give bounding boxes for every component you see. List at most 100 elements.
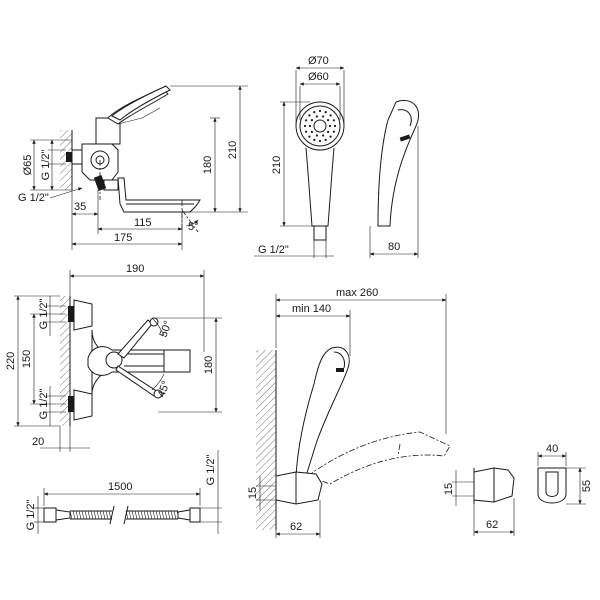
dim-front-depth-20: 20 <box>32 436 44 448</box>
shower-head-view: Ø70 Ø60 210 G 1/2" 80 <box>254 55 419 258</box>
dim-front-angle-45: 45° <box>156 379 173 399</box>
nozzle-dot <box>318 139 322 143</box>
dim-front-thread-lower: G 1/2" <box>38 389 50 420</box>
hose-coil-line <box>93 510 97 520</box>
dim-front-height-220: 220 <box>5 352 17 370</box>
hose-coil-line <box>170 510 174 520</box>
nozzle-dot <box>315 134 318 137</box>
dim-detail-height-15: 15 <box>443 483 455 495</box>
hose-coil-line <box>87 510 91 520</box>
holder-detail-view: 15 62 40 55 <box>443 443 593 536</box>
hose-coil-line <box>155 510 159 520</box>
nozzle-dot <box>308 114 311 117</box>
dim-mixer-spout-115: 115 <box>134 217 152 229</box>
dim-mixer-thread-top: G 1/2" <box>40 150 52 181</box>
nozzle-dot <box>310 119 313 122</box>
nozzle-dot <box>305 119 308 122</box>
dim-mixer-thread-side: G 1/2" <box>18 192 49 204</box>
dim-holder-depth-62: 62 <box>290 521 302 533</box>
dim-front-angle-50: 50° <box>158 319 175 339</box>
hose-coil-line <box>99 510 103 520</box>
dim-holder-height-15: 15 <box>247 487 259 499</box>
hose-coil-line <box>81 510 85 520</box>
hose-coil-line <box>140 510 144 520</box>
dim-shower-diameter-60: Ø60 <box>308 71 329 83</box>
wall-hatch-holder <box>256 350 276 530</box>
hose-coil-line <box>75 510 79 520</box>
hose-coil-line <box>102 510 106 520</box>
nozzle-dot <box>322 134 325 137</box>
dim-mixer-diameter-65: Ø65 <box>22 155 34 176</box>
dim-shower-depth-80: 80 <box>388 241 400 253</box>
nozzle-dot <box>327 130 330 133</box>
hose-coil-line <box>105 510 109 520</box>
dim-shower-diameter-70: Ø70 <box>308 55 329 67</box>
dim-front-width-190: 190 <box>126 263 144 275</box>
nozzle-dots <box>303 109 337 143</box>
hose-coil-line <box>152 510 156 520</box>
dim-hose-thread-right: G 1/2" <box>205 455 217 486</box>
dim-holder-min-140: min 140 <box>292 303 331 315</box>
hose-coil-line <box>131 510 135 520</box>
hose-coil-line <box>149 510 153 520</box>
nozzle-dot <box>313 138 316 141</box>
nozzle-dot <box>310 130 313 133</box>
dim-mixer-offset-35: 35 <box>74 201 86 213</box>
hose-coil-line <box>90 510 94 520</box>
mixer-side-view: 210 180 Ø65 G 1/2" G 1/2" 35 115 175 5° <box>18 85 248 250</box>
nozzle-dot <box>332 119 335 122</box>
nozzle-dot <box>308 124 312 128</box>
hose-coil-line <box>167 510 171 520</box>
mixer-front-view: 50° 45° 190 180 220 150 G 1/2" G 1/2" <box>5 263 222 452</box>
dim-front-height-150: 150 <box>21 350 33 368</box>
dim-mixer-spout-175: 175 <box>114 232 132 244</box>
nozzle-dot <box>324 111 327 114</box>
nozzle-dot <box>328 124 332 128</box>
hose-coil-line <box>158 510 162 520</box>
hose-coil-line <box>161 510 165 520</box>
hose-coil-line <box>96 510 100 520</box>
dim-mixer-height-180: 180 <box>202 156 214 174</box>
nozzle-dot <box>329 135 332 138</box>
hose-coil-line <box>78 510 82 520</box>
dim-front-height-180: 180 <box>203 356 215 374</box>
hose-coil-line <box>134 510 138 520</box>
dim-front-thread-upper: G 1/2" <box>38 299 50 330</box>
hose-coil-line <box>164 510 168 520</box>
nozzle-dot <box>324 138 327 141</box>
hose-coil-line <box>143 510 147 520</box>
holder-wall-view: max 260 min 140 15 62 <box>247 287 451 538</box>
hose-view: 1500 G 1/2" G 1/2" <box>25 450 222 534</box>
hose-coil-line <box>84 510 88 520</box>
dim-hose-length-1500: 1500 <box>108 481 132 493</box>
hose-coil <box>69 510 180 520</box>
dim-mixer-angle-5: 5° <box>188 221 199 233</box>
nozzle-dot <box>315 115 318 118</box>
dim-shower-height-210: 210 <box>271 156 283 174</box>
dim-detail-width-40: 40 <box>546 443 558 455</box>
dim-mixer-height-210: 210 <box>227 141 239 159</box>
nozzle-dot <box>313 111 316 114</box>
nozzle-dot <box>303 124 307 128</box>
nozzle-dot <box>322 115 325 118</box>
hose-coil-line <box>146 510 150 520</box>
nozzle-dot <box>329 114 332 117</box>
dim-hose-thread-left: G 1/2" <box>25 500 37 531</box>
dim-shower-thread: G 1/2" <box>258 244 289 256</box>
nozzle-dot <box>318 109 322 113</box>
hose-coil-line <box>128 510 132 520</box>
wall-hatch-front <box>60 296 70 426</box>
nozzle-dot <box>327 119 330 122</box>
nozzle-dot <box>308 135 311 138</box>
dim-detail-height-55: 55 <box>581 480 593 492</box>
nozzle-dot <box>333 124 337 128</box>
hose-coil-line <box>108 510 112 520</box>
dim-detail-depth-62: 62 <box>486 519 498 531</box>
hose-coil-line <box>137 510 141 520</box>
hose-coil-line <box>72 510 76 520</box>
hose-coil-line <box>173 510 177 520</box>
nozzle-dot <box>332 130 335 133</box>
hose-coil-line <box>69 510 73 520</box>
dim-holder-max-260: max 260 <box>336 287 378 299</box>
